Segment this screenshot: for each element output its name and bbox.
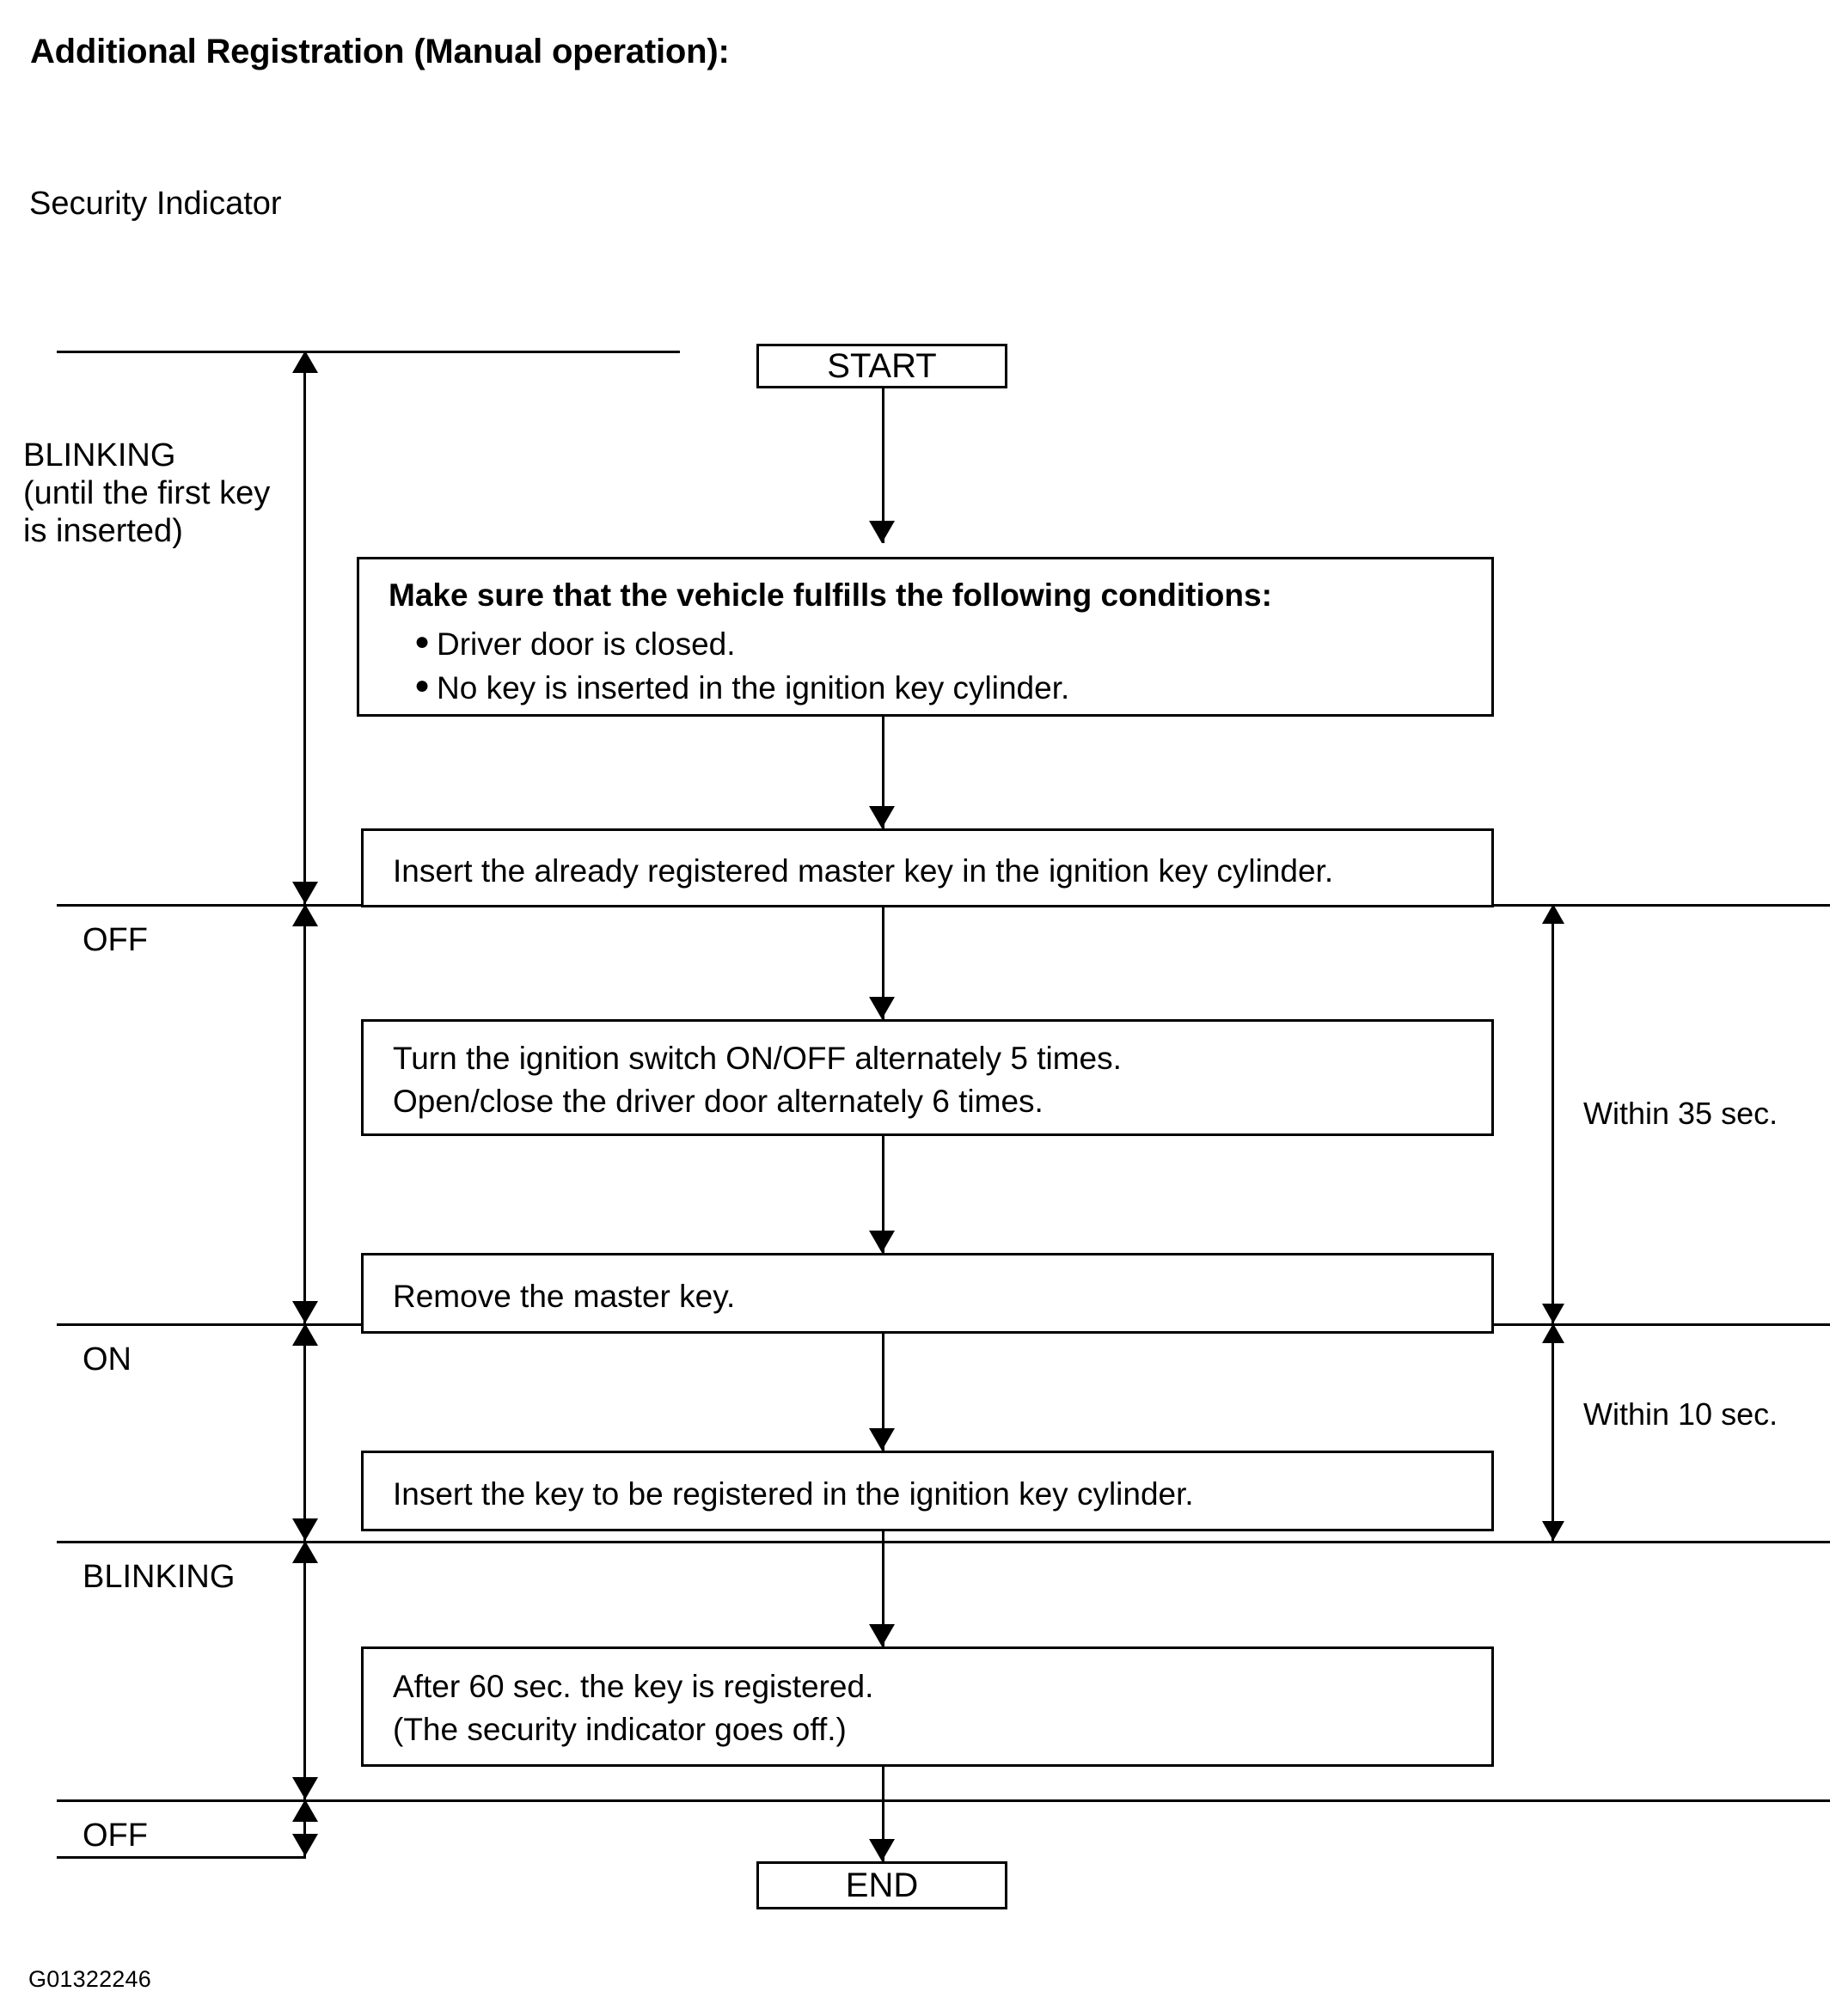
step-conditions-bullet-1-row: ● Driver door is closed. [389, 624, 1478, 664]
timeline-arrowhead-up-408 [292, 351, 318, 373]
state-label-off-2: OFF [83, 1817, 148, 1854]
security-indicator-axis-label: Security Indicator [29, 186, 282, 222]
end-terminator[interactable]: END [756, 1861, 1007, 1909]
state-label-blinking-first: BLINKING (until the first key is inserte… [23, 437, 290, 550]
timing-label-within-10-sec: Within 10 sec. [1583, 1396, 1778, 1432]
step-conditions-bullet-2-row: ● No key is inserted in the ignition key… [389, 668, 1478, 708]
timing-arrowhead-up-35 [1542, 904, 1564, 924]
timeline-arrowhead-down-1793 [292, 1518, 318, 1541]
state-label-on-1: ON [83, 1341, 132, 1378]
step-cycle-line-1: Turn the ignition switch ON/OFF alternat… [393, 1041, 1122, 1076]
step-conditions-bullet-2: No key is inserted in the ignition key c… [437, 670, 1070, 706]
bullet-dot-icon: ● [414, 671, 431, 699]
state-boundary-line-off2 [57, 1799, 1830, 1802]
start-terminator-label: START [827, 346, 937, 385]
timing-arrowhead-up-10 [1542, 1323, 1564, 1343]
step-registered-line-1: After 60 sec. the key is registered. [393, 1669, 874, 1704]
start-terminator[interactable]: START [756, 344, 1007, 388]
indicator-timeline-axis [303, 351, 306, 1856]
bullet-dot-icon: ● [414, 627, 431, 656]
timeline-arrowhead-up-1052 [292, 904, 318, 926]
step-box-insert-new-key[interactable]: Insert the key to be registered in the i… [361, 1451, 1494, 1531]
step-box-insert-master-key[interactable]: Insert the already registered master key… [361, 828, 1494, 907]
step-box-key-registered[interactable]: After 60 sec. the key is registered. (Th… [361, 1646, 1494, 1767]
state-boundary-line-blinking2 [57, 1541, 1830, 1543]
state-boundary-line-top [57, 351, 680, 353]
timeline-arrowhead-down-1540 [292, 1301, 318, 1323]
step-registered-line-2: (The security indicator goes off.) [393, 1712, 847, 1747]
timeline-arrowhead-up-1793 [292, 1541, 318, 1563]
step-box-cycle-ignition-door[interactable]: Turn the ignition switch ON/OFF alternat… [361, 1019, 1494, 1136]
timing-arrowhead-down-35 [1542, 1304, 1564, 1323]
step-cycle-line-2: Open/close the driver door alternately 6… [393, 1084, 1044, 1119]
state-label-blinking-first-text: BLINKING [23, 437, 176, 473]
state-label-blinking-first-note2: is inserted) [23, 513, 183, 550]
timeline-arrowhead-down-2094 [292, 1777, 318, 1799]
step-insert-new-key-line-1: Insert the key to be registered in the i… [393, 1476, 1194, 1512]
timeline-arrowhead-up-2094 [292, 1799, 318, 1822]
state-boundary-line-bottom [57, 1856, 306, 1859]
timeline-arrowhead-up-1540 [292, 1323, 318, 1346]
timeline-arrowhead-down-2160 [292, 1834, 318, 1856]
page-title: Additional Registration (Manual operatio… [30, 33, 730, 70]
figure-id: G01322246 [28, 1966, 151, 1992]
state-label-blinking-first-note1: (until the first key [23, 475, 271, 512]
step-conditions-heading: Make sure that the vehicle fulfills the … [389, 577, 1272, 613]
state-label-blinking-2: BLINKING [83, 1559, 236, 1595]
timing-label-within-35-sec: Within 35 sec. [1583, 1096, 1778, 1131]
step-remove-master-key-line-1: Remove the master key. [393, 1279, 736, 1314]
step-insert-master-key-line-1: Insert the already registered master key… [393, 853, 1334, 889]
timing-arrowhead-down-10 [1542, 1521, 1564, 1541]
timing-bracket-line-10 [1552, 1323, 1554, 1541]
end-terminator-label: END [845, 1866, 919, 1904]
timeline-arrowhead-down-1052 [292, 882, 318, 904]
step-conditions-bullet-1: Driver door is closed. [437, 626, 736, 662]
step-box-remove-master-key[interactable]: Remove the master key. [361, 1253, 1494, 1334]
timing-bracket-line-35 [1552, 904, 1554, 1323]
state-label-off-1: OFF [83, 922, 148, 958]
step-box-conditions[interactable]: Make sure that the vehicle fulfills the … [357, 557, 1494, 717]
